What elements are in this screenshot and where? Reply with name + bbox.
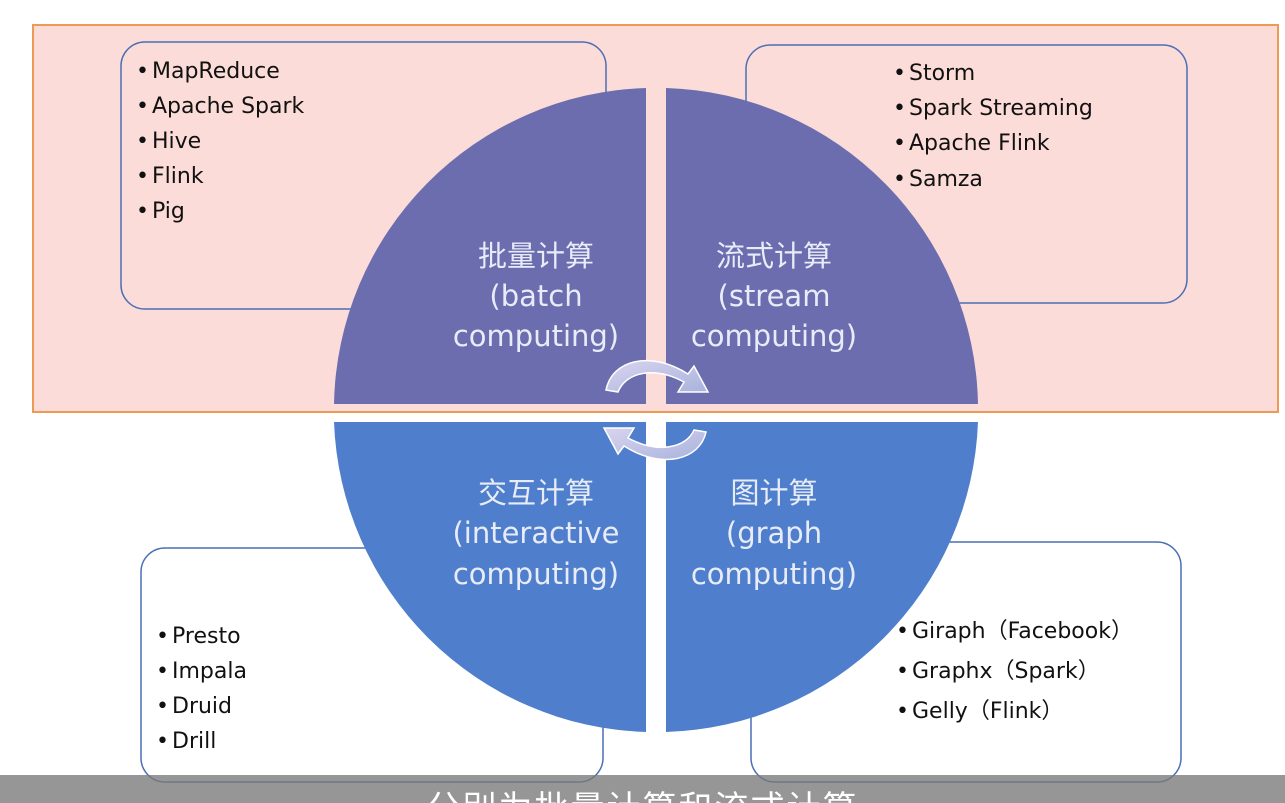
- top-band-highlight: [32, 24, 1279, 413]
- graph-bullet-2: •: [896, 659, 909, 684]
- stream-list: • Storm • Spark Streaming • Apache Flink…: [893, 61, 1093, 192]
- stream-title-en1: (stream: [718, 279, 831, 313]
- graph-title-en2: computing): [691, 557, 857, 591]
- graph-item-2: Graphx（Spark）: [912, 659, 1100, 684]
- batch-item-5: Pig: [152, 199, 185, 224]
- graph-title-cn: 图计算: [730, 476, 817, 510]
- interactive-bullet-3: •: [156, 694, 169, 719]
- batch-item-3: Hive: [152, 129, 201, 154]
- cycle-arrow-icon: [602, 359, 710, 461]
- interactive-bullet-1: •: [156, 624, 169, 649]
- graph-bullet-3: •: [896, 699, 909, 724]
- interactive-title-cn: 交互计算: [478, 476, 594, 510]
- batch-bullet-4: •: [136, 164, 149, 189]
- batch-bullet-2: •: [136, 94, 149, 119]
- batch-list: • MapReduce • Apache Spark • Hive • Flin…: [136, 59, 305, 224]
- batch-item-4: Flink: [152, 164, 204, 189]
- interactive-item-1: Presto: [172, 624, 241, 649]
- stream-title-cn: 流式计算: [716, 239, 832, 273]
- graph-bullet-1: •: [896, 619, 909, 644]
- interactive-item-2: Impala: [172, 659, 247, 684]
- batch-bullet-3: •: [136, 129, 149, 154]
- interactive-quadrant: [334, 422, 646, 732]
- stream-quadrant: [666, 88, 978, 404]
- stream-bullet-4: •: [893, 167, 906, 192]
- batch-quadrant: [334, 88, 646, 404]
- batch-title-en2: computing): [453, 319, 619, 353]
- batch-bullet-1: •: [136, 59, 149, 84]
- interactive-title-en2: computing): [453, 557, 619, 591]
- stream-title-en2: computing): [691, 319, 857, 353]
- subtitle-text: 分别为批量计算和流式计算: [0, 781, 1285, 803]
- interactive-item-4: Drill: [172, 729, 216, 754]
- graph-list: • Giraph（Facebook） • Graphx（Spark） • Gel…: [896, 619, 1133, 724]
- stream-item-2: Spark Streaming: [909, 96, 1093, 121]
- interactive-bullet-4: •: [156, 729, 169, 754]
- stream-bullet-3: •: [893, 131, 906, 156]
- batch-bullet-5: •: [136, 199, 149, 224]
- stream-item-3: Apache Flink: [909, 131, 1050, 156]
- interactive-title-en1: (interactive: [452, 516, 619, 550]
- graph-item-1: Giraph（Facebook）: [912, 619, 1133, 644]
- batch-item-1: MapReduce: [152, 59, 280, 84]
- batch-item-2: Apache Spark: [152, 94, 305, 119]
- subtitle-bar: 分别为批量计算和流式计算: [0, 775, 1285, 803]
- graph-quadrant: [666, 422, 978, 732]
- stream-bullet-1: •: [893, 61, 906, 86]
- graph-item-3: Gelly（Flink）: [912, 699, 1063, 724]
- stream-bullet-2: •: [893, 96, 906, 121]
- interactive-bullet-2: •: [156, 659, 169, 684]
- interactive-item-3: Druid: [172, 694, 232, 719]
- batch-title-en1: (batch: [489, 279, 582, 313]
- batch-title-cn: 批量计算: [478, 239, 594, 273]
- graph-title-en1: (graph: [726, 516, 822, 550]
- stream-item-4: Samza: [909, 167, 983, 192]
- interactive-list: • Presto • Impala • Druid • Drill: [156, 624, 247, 754]
- stream-item-1: Storm: [909, 61, 975, 86]
